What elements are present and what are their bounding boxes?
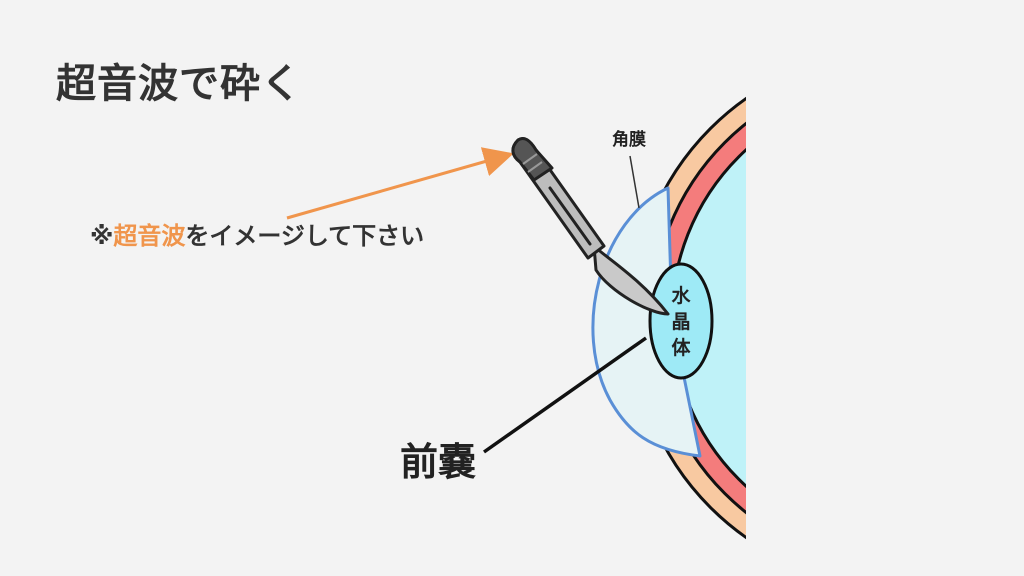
ultrasound-note: ※超音波をイメージして下さい [90, 222, 424, 251]
page-title: 超音波で砕く [56, 61, 302, 107]
cornea [591, 186, 702, 458]
lens-label-2: 晶 [671, 311, 690, 333]
lens-label-3: 体 [671, 336, 691, 359]
anterior-capsule-label: 前嚢 [400, 440, 476, 484]
lens-label-1: 水 [671, 285, 691, 307]
anterior-capsule-leader-line [482, 336, 648, 454]
scalpel-icon [511, 136, 670, 316]
cornea-label: 角膜 [612, 129, 646, 150]
cornea-leader-line [629, 155, 640, 209]
note-prefix: ※ [90, 222, 114, 250]
note-highlight: 超音波 [113, 222, 186, 250]
lens [648, 262, 714, 380]
note-suffix: をイメージして下さい [185, 222, 425, 250]
ultrasound-arrow [286, 147, 514, 220]
